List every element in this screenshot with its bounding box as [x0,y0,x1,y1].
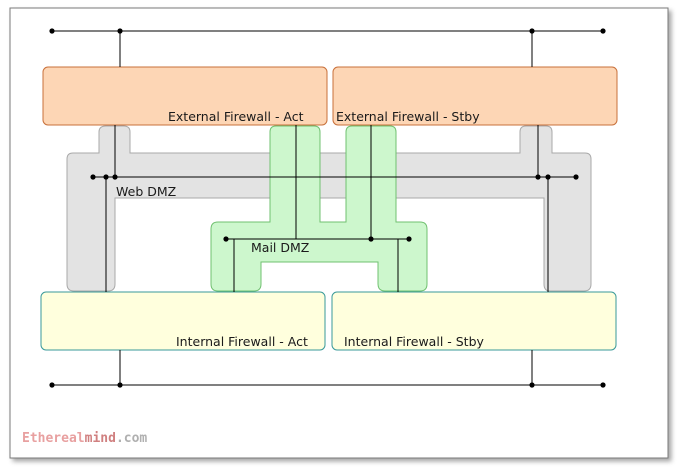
web-dmz-zone [66,125,592,292]
junction-dot [529,28,535,34]
junction-dot [368,236,374,242]
external-firewall-act-box [42,66,328,126]
internal-firewall-act-label: Internal Firewall - Act [176,334,308,349]
junction-dot [49,382,55,388]
watermark-part3: .com [116,431,147,446]
internal-firewall-act-box [40,291,326,351]
watermark-logo: Etherealmind.com [22,431,147,446]
junction-dot [117,382,123,388]
junction-dot [117,28,123,34]
junction-dots [49,28,606,388]
junction-dot [535,174,541,180]
junction-dot [545,174,551,180]
watermark-part1: Ethereal [22,431,85,446]
mail-dmz-zone [210,125,428,292]
junction-dot [112,174,118,180]
external-firewall-stby-label: External Firewall - Stby [336,109,480,124]
junction-dot [90,174,96,180]
junction-dot [103,174,109,180]
junction-dot [529,382,535,388]
junction-dot [573,174,579,180]
watermark-part2: mind [85,431,116,446]
mail-dmz-label: Mail DMZ [251,240,309,255]
external-firewall-stby-box [332,66,618,126]
junction-dot [49,28,55,34]
network-links [52,30,603,386]
junction-dot [600,382,606,388]
junction-dot [600,28,606,34]
junction-dot [223,236,229,242]
internal-firewall-stby-box [331,291,617,351]
external-firewall-act-label: External Firewall - Act [168,109,304,124]
internal-firewall-stby-label: Internal Firewall - Stby [344,334,485,349]
web-dmz-label: Web DMZ [116,184,176,199]
junction-dot [406,236,412,242]
